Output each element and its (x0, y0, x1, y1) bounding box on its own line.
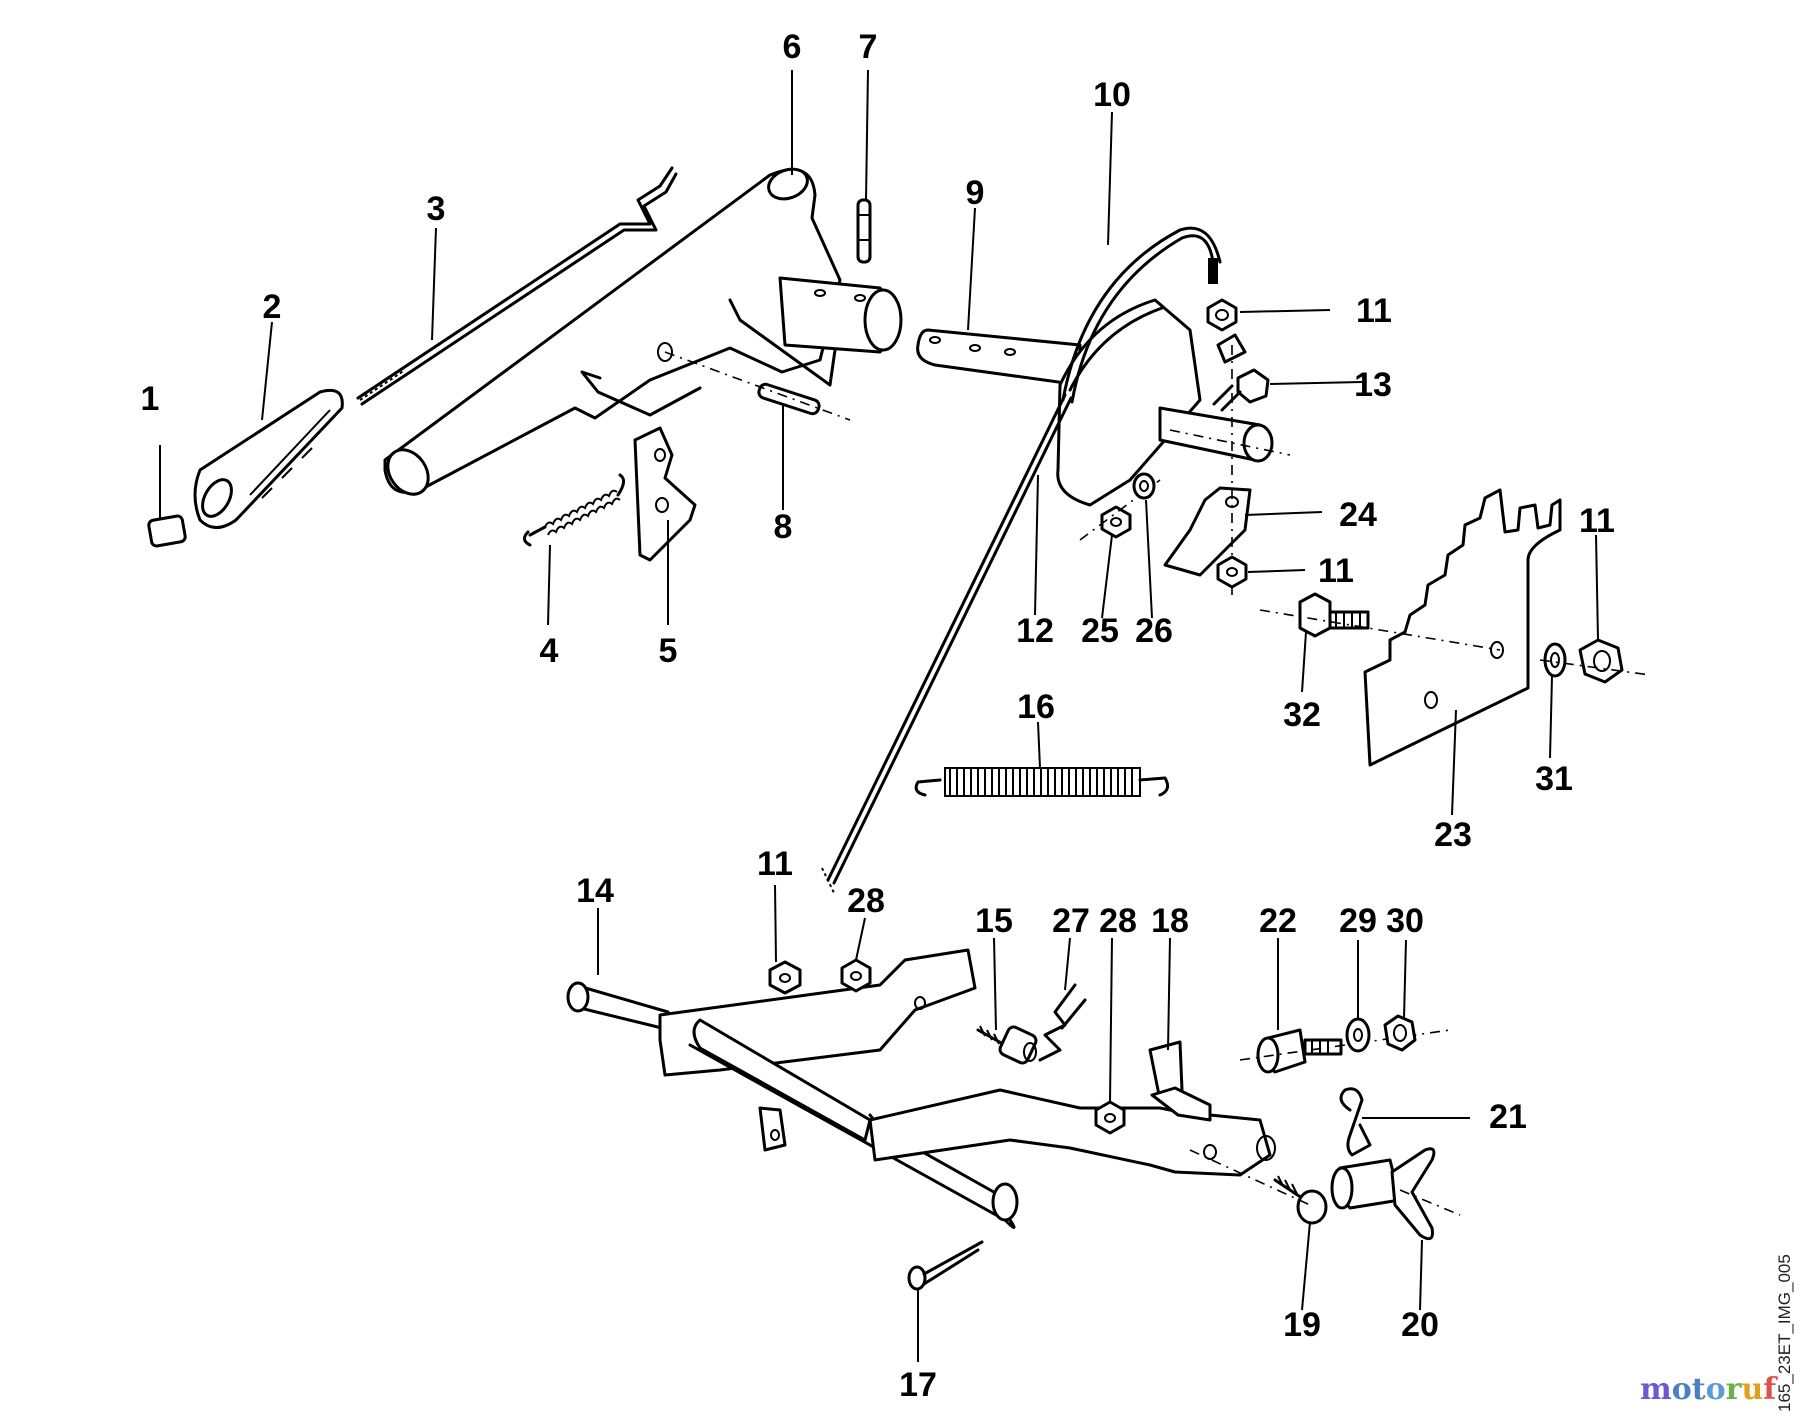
label-27: 27 (1052, 902, 1090, 940)
part-11-nut-mid (1216, 555, 1248, 589)
label-6: 6 (783, 28, 802, 66)
label-31: 31 (1535, 760, 1573, 798)
part-drawings (147, 166, 1651, 1291)
label-9: 9 (966, 174, 985, 212)
label-11-bottom: 11 (757, 845, 793, 883)
part-25-nut (1079, 479, 1161, 541)
brand-logo: motoruf (1640, 1372, 1776, 1407)
label-21: 21 (1489, 1098, 1527, 1136)
brand-letter: o (1705, 1372, 1726, 1407)
label-10: 10 (1093, 76, 1131, 114)
part-12-rod (821, 393, 1073, 896)
label-2: 2 (263, 288, 282, 326)
part-30-nut (1383, 1014, 1417, 1052)
label-1: 1 (141, 380, 160, 418)
part-32-bolt (1259, 592, 1501, 651)
label-11-mid: 11 (1318, 552, 1354, 590)
brand-letter: t (1691, 1372, 1706, 1407)
label-25: 25 (1081, 612, 1119, 650)
part-11-nut-bottom (768, 960, 802, 995)
part-16-spring (914, 767, 1170, 797)
label-17: 17 (899, 1366, 937, 1404)
part-7-pin (856, 198, 872, 264)
part-5-bracket (633, 426, 697, 562)
part-labels: 1 2 3 4 5 6 7 8 9 10 11 11 11 11 12 13 1… (141, 28, 1615, 1404)
part-10-sector-plate (1056, 226, 1291, 507)
label-11-right: 11 (1579, 502, 1615, 540)
label-30: 30 (1386, 902, 1424, 940)
part-17-cotter-pin (907, 1240, 984, 1291)
part-9-shaft (916, 328, 1082, 387)
label-12: 12 (1016, 612, 1054, 650)
part-2-grip (193, 388, 344, 529)
label-13: 13 (1354, 366, 1392, 404)
label-14: 14 (576, 872, 614, 910)
leader-lines (159, 69, 1599, 1362)
label-8: 8 (774, 508, 793, 546)
part-8-pin (657, 342, 851, 421)
part-4-spring (523, 473, 625, 547)
brand-letter: u (1741, 1372, 1764, 1407)
label-22: 22 (1259, 902, 1297, 940)
label-11-top: 11 (1356, 292, 1392, 330)
label-24: 24 (1339, 496, 1377, 534)
part-23-ratchet-plate (1363, 488, 1562, 767)
brand-letter: r (1725, 1372, 1742, 1407)
part-28-nut-left (840, 958, 872, 993)
part-18-tab (1148, 1040, 1212, 1122)
label-16: 16 (1017, 688, 1055, 726)
label-15: 15 (975, 902, 1013, 940)
part-13-bolt (1212, 333, 1270, 412)
part-3-rod (356, 166, 678, 406)
label-3: 3 (427, 190, 446, 228)
part-29-washer (1345, 1017, 1371, 1053)
label-29: 29 (1339, 902, 1377, 940)
label-23: 23 (1434, 816, 1472, 854)
label-19: 19 (1283, 1306, 1321, 1344)
label-28-left: 28 (847, 882, 885, 920)
part-19-bolt (1189, 1149, 1328, 1225)
label-28-center: 28 (1099, 902, 1137, 940)
part-11-nut-top (1206, 298, 1238, 332)
brand-letter: f (1763, 1372, 1777, 1407)
part-1-cap (147, 514, 187, 548)
part-28-nut-center (1094, 1100, 1126, 1135)
part-21-clip (1339, 1087, 1372, 1157)
brand-letter: m (1640, 1372, 1672, 1407)
label-18: 18 (1151, 902, 1189, 940)
label-4: 4 (540, 632, 559, 670)
part-20-knob (1330, 1147, 1461, 1241)
part-22-spacer (1239, 1028, 1451, 1074)
label-7: 7 (859, 28, 878, 66)
label-5: 5 (659, 632, 678, 670)
part-26-washer (1132, 472, 1156, 500)
part-15-bushing (976, 1025, 1038, 1065)
part-24-plate (1163, 345, 1252, 600)
brand-letter: o (1671, 1372, 1692, 1407)
label-32: 32 (1283, 696, 1321, 734)
part-31-washer (1543, 642, 1567, 678)
label-20: 20 (1401, 1306, 1439, 1344)
label-26: 26 (1135, 612, 1173, 650)
part-11-nut-right (1539, 638, 1651, 684)
part-6-tube (383, 167, 903, 496)
image-reference-code: 165_23ET_IMG_005 (1775, 1254, 1794, 1412)
part-27-clip (1038, 983, 1087, 1062)
part-14-frame (566, 948, 1276, 1229)
